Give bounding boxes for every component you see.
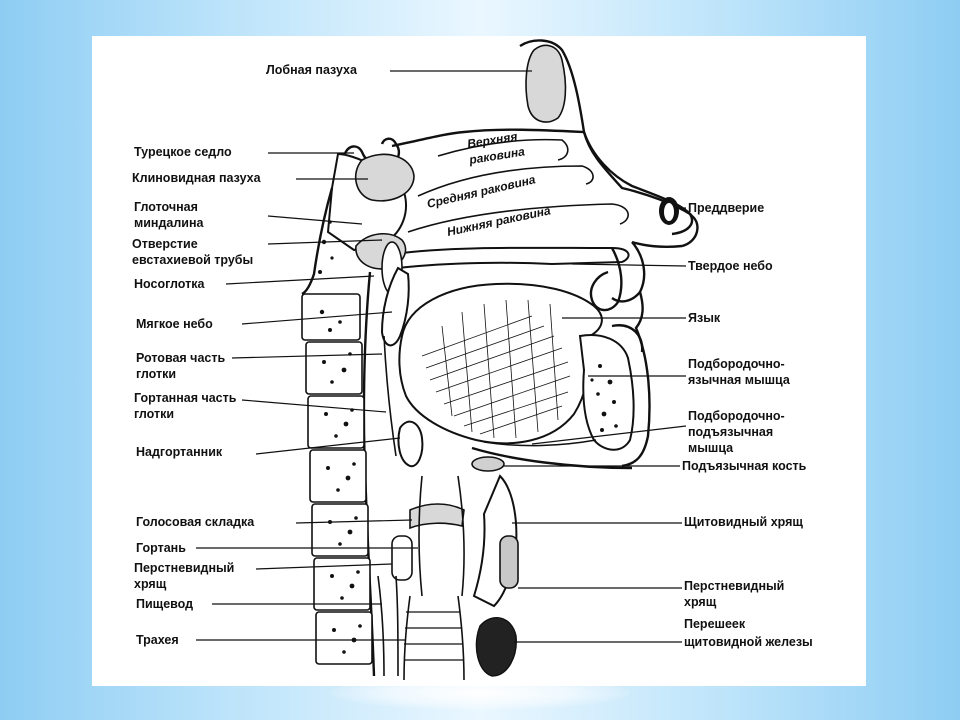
label-geniohyoid-3: мышца <box>688 441 734 455</box>
soft-palate-shape <box>380 266 410 347</box>
diagram-card: Верхняя раковина Средняя раковина Нижняя… <box>92 36 866 686</box>
larynx-lumen <box>418 475 465 597</box>
mandible-cancellous-bone <box>590 364 618 432</box>
cricoid-posterior <box>391 535 413 581</box>
label-hard-palate: Твердое небо <box>688 259 773 273</box>
leader-oropharynx <box>231 353 383 359</box>
label-epiglottis: Надгортанник <box>136 445 223 459</box>
label-trachea: Трахея <box>136 633 179 647</box>
label-vocal-fold: Голосовая складка <box>136 515 255 529</box>
mouth-floor <box>471 446 633 470</box>
sagittal-section-diagram: Верхняя раковина Средняя раковина Нижняя… <box>132 39 813 681</box>
leader-laryngopharynx <box>241 399 387 413</box>
mandible <box>578 334 635 451</box>
leader-eustachian-opening <box>267 239 383 245</box>
nasal-roof <box>391 128 585 148</box>
label-genioglossus-1: Подбородочно- <box>688 357 785 371</box>
label-cricoid-left-2: хрящ <box>134 577 167 591</box>
hyoid-shape <box>471 456 505 472</box>
label-genioglossus-2: язычная мышца <box>688 373 791 387</box>
superior-concha-shape <box>437 138 569 161</box>
label-cricoid-left-1: Перстневидный <box>134 561 234 575</box>
clivus <box>301 187 334 296</box>
right-labels: Преддверие Твердое небо Язык Подбородочн… <box>504 201 813 649</box>
label-vestibule: Преддверие <box>688 201 764 215</box>
label-thyroid-cartilage: Щитовидный хрящ <box>684 515 803 529</box>
middle-concha-shape <box>417 165 594 197</box>
label-sphenoid-sinus: Клиновидная пазуха <box>132 171 262 185</box>
label-oropharynx-2: глотки <box>136 367 176 381</box>
label-laryngopharynx-2: глотки <box>134 407 174 421</box>
leader-vocal-fold <box>295 519 413 524</box>
trachea-rings <box>404 611 463 661</box>
label-cricoid-right-1: Перстневидный <box>684 579 784 593</box>
inferior-concha-label: Нижняя раковина <box>446 203 552 239</box>
vestibule-inner <box>664 203 674 221</box>
inferior-concha-shape <box>407 203 629 233</box>
chin-soft-tissue <box>621 291 651 468</box>
label-hyoid: Подъязычная кость <box>682 459 807 473</box>
leader-pharyngeal-tonsil <box>267 215 363 225</box>
label-thyroid-isthmus-2: щитовидной железы <box>684 635 813 649</box>
trachea-shape <box>403 595 465 681</box>
leader-soft-palate <box>241 311 393 325</box>
frontal-sinus-shape <box>525 44 567 123</box>
label-thyroid-isthmus-1: Перешеек <box>684 617 746 631</box>
hard-palate-shape <box>392 246 630 270</box>
label-soft-palate: Мягкое небо <box>136 317 213 331</box>
vertebral-column <box>301 293 373 665</box>
leader-geniohyoid <box>531 425 687 445</box>
left-labels: Лобная пазуха Турецкое седло Клиновидная… <box>132 63 532 647</box>
middle-concha-label: Средняя раковина <box>426 172 537 211</box>
leader-nasopharynx <box>225 275 375 285</box>
label-sella-turcica: Турецкое седло <box>134 145 232 159</box>
vocal-fold-shape <box>409 503 465 530</box>
thyroid-isthmus-shape <box>475 617 517 677</box>
label-pharyngeal-tonsil-2: миндалина <box>134 216 205 230</box>
nose-tip <box>631 215 699 248</box>
label-pharyngeal-tonsil-1: Глоточная <box>134 200 198 214</box>
sphenoid-sinus-shape <box>354 153 415 202</box>
label-eustachian-opening-1: Отверстие <box>132 237 198 251</box>
label-cricoid-right-2: хрящ <box>684 595 717 609</box>
leader-epiglottis <box>255 437 401 455</box>
label-geniohyoid-2: подъязычная <box>688 425 773 439</box>
label-laryngopharynx-1: Гортанная часть <box>134 391 237 405</box>
tongue-shape <box>398 282 603 445</box>
maxilla-alveolus <box>589 247 623 312</box>
nasal-dorsum <box>582 131 693 217</box>
label-eustachian-opening-2: евстахиевой трубы <box>132 253 253 267</box>
label-frontal-sinus: Лобная пазуха <box>266 63 358 77</box>
leader-cricoid-left <box>255 563 393 570</box>
pharynx-anterior-wall <box>383 335 397 457</box>
cricoid-anterior <box>499 535 519 589</box>
esophagus-shape <box>377 575 399 677</box>
label-larynx: Гортань <box>136 541 186 555</box>
label-tongue: Язык <box>688 311 721 325</box>
vertebral-cancellous-bone <box>319 309 362 654</box>
label-geniohyoid-1: Подбородочно- <box>688 409 785 423</box>
label-esophagus: Пищевод <box>136 597 193 611</box>
epiglottis-shape <box>397 420 424 468</box>
tongue-muscle-fibers <box>421 299 571 439</box>
label-nasopharynx: Носоглотка <box>134 277 205 291</box>
leader-hard-palate <box>571 263 687 267</box>
label-oropharynx-1: Ротовая часть <box>136 351 225 365</box>
geniohyoid-shape <box>483 439 597 447</box>
